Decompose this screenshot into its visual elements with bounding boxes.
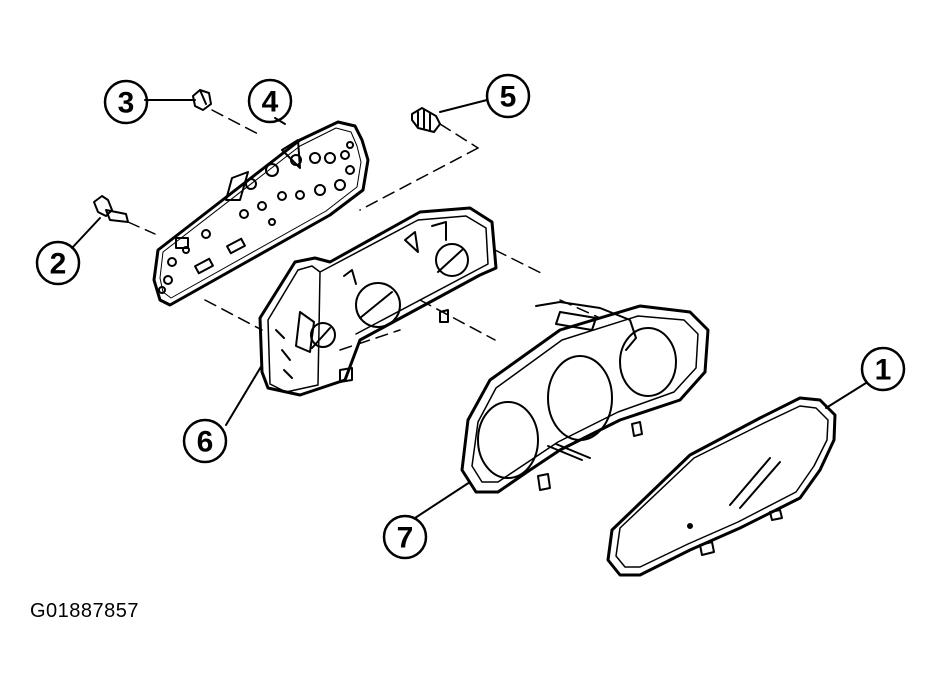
callout-label-3: 3 <box>118 87 135 120</box>
callout-label-2: 2 <box>50 248 67 281</box>
callout-label-4: 4 <box>262 86 279 119</box>
bulb-part-3 <box>192 89 212 111</box>
callout-circle-5 <box>485 73 531 119</box>
cluster-bezel-part-7 <box>460 301 710 494</box>
callout-circle-1 <box>860 346 906 392</box>
callout-label-1: 1 <box>875 354 892 387</box>
gauge-housing-part-6 <box>258 206 498 397</box>
callout-label-6: 6 <box>197 426 214 459</box>
circuit-plate-part-4 <box>152 120 370 307</box>
alignment-lines <box>127 109 601 351</box>
callout-circle-4 <box>247 78 293 124</box>
callout-label-7: 7 <box>397 522 414 555</box>
leader-lines <box>71 99 867 519</box>
bulb-socket-part-5 <box>411 107 441 133</box>
figure-id: G01887857 <box>30 600 140 622</box>
callout-circle-2 <box>35 240 81 286</box>
callout-circle-3 <box>103 79 149 125</box>
callout-label-5: 5 <box>500 81 517 114</box>
callout-circles <box>35 73 906 560</box>
lens-part-1 <box>606 396 837 577</box>
callout-circle-7 <box>382 514 428 560</box>
callout-circle-6 <box>182 418 228 464</box>
